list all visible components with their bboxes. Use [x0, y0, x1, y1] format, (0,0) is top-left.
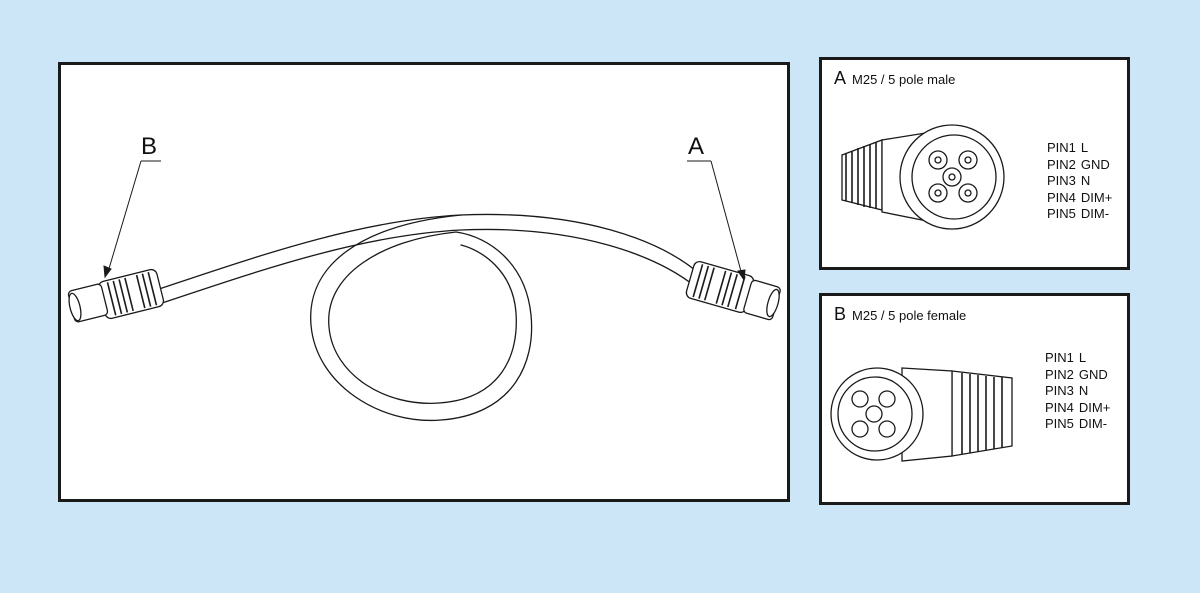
panel-a-header: A M25 / 5 pole male: [834, 68, 955, 89]
male-connector-icon: [841, 124, 1005, 230]
connector-a-icon: [685, 260, 781, 321]
callout-b-label: B: [141, 133, 158, 160]
connector-b-icon: [67, 268, 165, 323]
panel-b-letter: B: [834, 304, 847, 324]
callout-a-label: A: [688, 133, 705, 160]
panel-b-header: B M25 / 5 pole female: [834, 304, 966, 325]
cable-drawing-panel: B A: [58, 62, 790, 502]
panel-a-letter: A: [834, 68, 847, 88]
female-connector-icon: [830, 367, 1013, 462]
cable-drawing: [67, 160, 781, 422]
panel-b-title: M25 / 5 pole female: [852, 308, 967, 323]
panel-a-title: M25 / 5 pole male: [852, 72, 956, 87]
